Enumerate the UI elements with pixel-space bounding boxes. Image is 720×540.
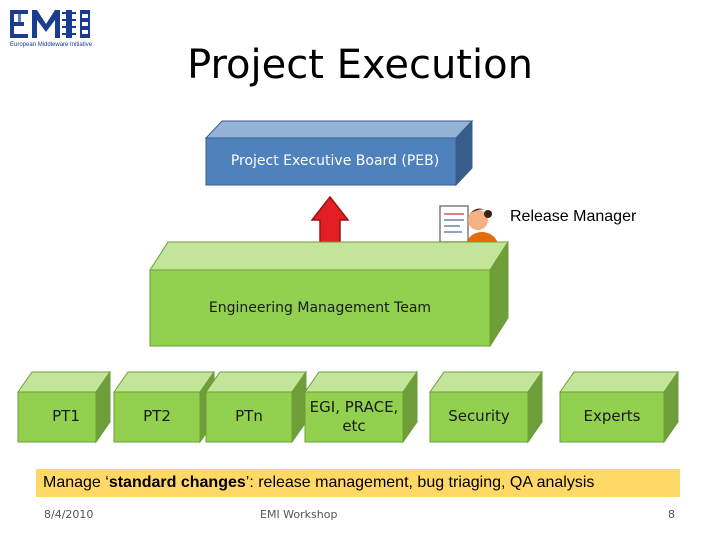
peb-label: Project Executive Board (PEB)	[230, 153, 440, 169]
team-box-top	[559, 371, 679, 393]
emt-label: Engineering Management Team	[208, 300, 432, 316]
team-box-front	[113, 391, 201, 443]
team-box-top	[205, 371, 307, 393]
summary-prefix: Manage ‘	[43, 474, 109, 491]
team-label-pt1: PT1	[52, 407, 80, 426]
team-boxes	[17, 370, 679, 444]
team-label-ptn: PTn	[235, 407, 263, 426]
team-box-front	[429, 391, 529, 443]
team-box-top	[429, 371, 543, 393]
team-box-front	[17, 391, 97, 443]
release-manager-label: Release Manager	[510, 208, 637, 225]
summary-text: Manage ‘standard changes’: release manag…	[36, 474, 594, 492]
footer-page-number: 8	[668, 508, 675, 521]
summary-bold: standard changes	[108, 474, 246, 491]
team-box-top	[17, 371, 111, 393]
team-label-experts: Experts	[583, 407, 641, 426]
team-label-pt2: PT2	[143, 407, 171, 426]
team-box-ptn	[205, 370, 307, 444]
emt-box	[149, 240, 509, 348]
team-box-egi-prace	[304, 370, 418, 444]
team-box-front	[205, 391, 293, 443]
footer-date: 8/4/2010	[44, 508, 94, 521]
emi-logo-icon	[10, 10, 90, 38]
team-box-pt1	[17, 370, 111, 444]
peb-box	[204, 119, 474, 187]
team-box-top	[113, 371, 215, 393]
team-box-front	[559, 391, 665, 443]
team-box-top	[304, 371, 418, 393]
slide-title: Project Execution	[187, 42, 533, 88]
footer-center: EMI Workshop	[260, 508, 338, 521]
team-box-security	[429, 370, 543, 444]
team-box-front	[304, 391, 404, 443]
summary-suffix: ’: release management, bug triaging, QA …	[245, 474, 595, 491]
team-box-experts	[559, 370, 679, 444]
team-label-security: Security	[448, 407, 510, 426]
team-label-egi-prace: EGI, PRACE, etc	[309, 397, 399, 436]
summary-banner: Manage ‘standard changes’: release manag…	[36, 469, 680, 497]
logo-caption: European Middleware Initiative	[10, 42, 93, 48]
